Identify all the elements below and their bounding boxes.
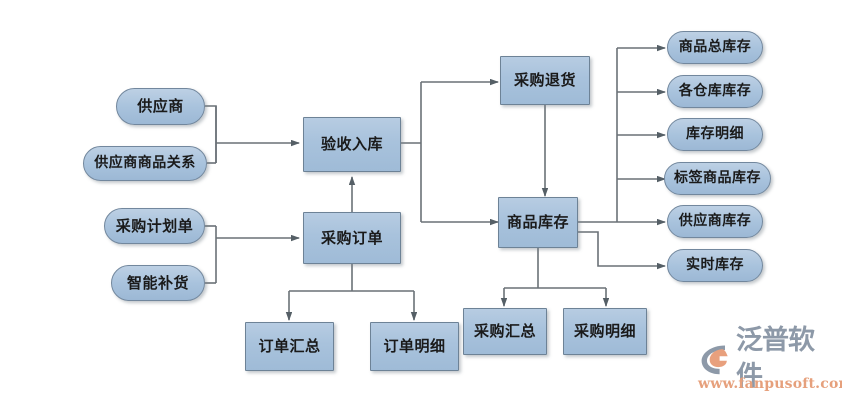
watermark-url-text: www.fanpusoft.com <box>698 376 842 392</box>
node-purchase-detail[interactable]: 采购明细 <box>563 308 647 355</box>
node-inventory-report-4-label: 标签商品库存 <box>674 169 761 186</box>
node-purchase-return-label: 采购退货 <box>513 71 576 90</box>
node-supplier-goods-relation-label: 供应商商品关系 <box>94 154 196 171</box>
node-purchase-summary[interactable]: 采购汇总 <box>463 308 547 355</box>
node-purchase-order-label: 采购订单 <box>320 228 383 247</box>
node-inventory-report-4[interactable]: 标签商品库存 <box>664 162 771 195</box>
node-purchase-plan-label: 采购计划单 <box>115 216 194 235</box>
node-inventory-report-1[interactable]: 商品总库存 <box>667 31 763 64</box>
node-receive-inbound-label: 验收入库 <box>320 135 383 154</box>
wire-supplier-bus <box>205 105 217 163</box>
node-inventory-report-6[interactable]: 实时库存 <box>667 249 763 282</box>
wire-to-report-6 <box>578 231 666 270</box>
node-order-summary-label: 订单汇总 <box>258 337 321 356</box>
node-supplier-goods-relation[interactable]: 供应商商品关系 <box>83 146 207 181</box>
node-order-summary[interactable]: 订单汇总 <box>245 322 334 371</box>
fanpu-logo-icon <box>701 345 728 375</box>
node-inventory-report-3[interactable]: 库存明细 <box>667 118 763 151</box>
watermark-brand-row: 泛普软件 <box>698 325 838 392</box>
node-supplier[interactable]: 供应商 <box>116 88 205 125</box>
node-inventory-report-1-label: 商品总库存 <box>678 38 752 55</box>
node-purchase-order[interactable]: 采购订单 <box>303 212 401 264</box>
node-order-detail-label: 订单明细 <box>383 337 446 356</box>
watermark-brand-text: 泛普软件 <box>736 325 815 392</box>
node-inventory-report-5-label: 供应商库存 <box>678 212 752 229</box>
node-inventory-report-2-label: 各仓库库存 <box>678 82 752 99</box>
node-purchase-return[interactable]: 采购退货 <box>500 56 590 105</box>
node-inventory-report-6-label: 实时库存 <box>686 256 744 273</box>
watermark-logo: 泛普软件 www.fanpusoft.com <box>698 325 842 400</box>
node-order-detail[interactable]: 订单明细 <box>370 322 459 371</box>
node-supplier-label: 供应商 <box>137 97 184 116</box>
node-smart-replenishment[interactable]: 智能补货 <box>111 265 205 301</box>
node-smart-replenishment-label: 智能补货 <box>126 273 189 292</box>
node-purchase-summary-label: 采购汇总 <box>473 322 536 341</box>
node-goods-inventory-label: 商品库存 <box>506 213 569 232</box>
node-purchase-detail-label: 采购明细 <box>573 322 636 341</box>
node-inventory-report-2[interactable]: 各仓库库存 <box>667 75 763 108</box>
node-purchase-plan[interactable]: 采购计划单 <box>104 208 205 244</box>
node-inventory-report-3-label: 库存明细 <box>686 125 744 142</box>
node-receive-inbound[interactable]: 验收入库 <box>303 117 401 172</box>
node-inventory-report-5[interactable]: 供应商库存 <box>667 205 763 238</box>
node-goods-inventory[interactable]: 商品库存 <box>498 197 578 248</box>
